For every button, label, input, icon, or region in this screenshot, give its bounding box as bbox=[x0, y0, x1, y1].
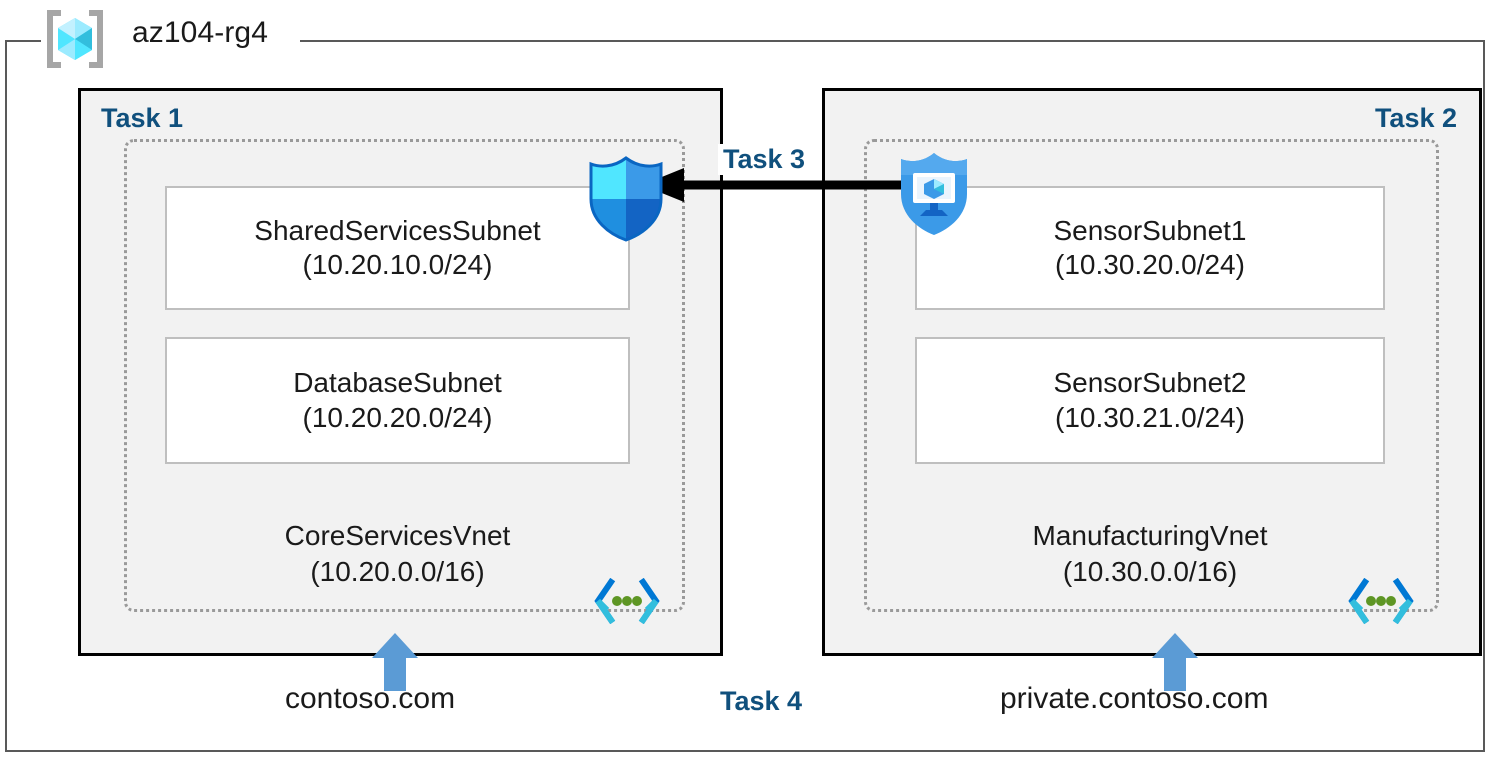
up-arrow-icon bbox=[1152, 633, 1198, 691]
core-services-vnet-caption: CoreServicesVnet (10.20.0.0/16) bbox=[180, 518, 615, 591]
dns-zone-contoso: contoso.com bbox=[285, 682, 456, 715]
subnet-cidr: (10.20.10.0/24) bbox=[302, 249, 493, 280]
dns-zone-private-contoso: private.contoso.com bbox=[1000, 682, 1269, 715]
subnet-name: SharedServicesSubnet bbox=[254, 214, 541, 246]
task-1-label: Task 1 bbox=[101, 103, 184, 133]
resource-group-border-top-right bbox=[300, 40, 1485, 42]
subnet-cidr: (10.30.20.0/24) bbox=[1055, 249, 1245, 280]
resource-group-border-bottom bbox=[5, 750, 1485, 752]
task-4-label: Task 4 bbox=[720, 686, 803, 716]
virtual-network-icon bbox=[1348, 577, 1414, 625]
subnet-cidr: (10.20.20.0/24) bbox=[302, 401, 493, 433]
virtual-machine-shield-icon bbox=[896, 150, 972, 238]
up-arrow-icon bbox=[372, 633, 418, 691]
subnet-name: SensorSubnet2 bbox=[1053, 367, 1247, 399]
resource-group-name: az104-rg4 bbox=[132, 16, 268, 49]
peering-arrow-left-icon bbox=[640, 165, 915, 205]
core-services-vnet-boundary bbox=[124, 139, 685, 612]
manufacturing-vnet-caption: ManufacturingVnet (10.30.0.0/16) bbox=[930, 518, 1370, 591]
vnet-cidr: (10.30.0.0/16) bbox=[1062, 556, 1238, 588]
network-security-group-shield-icon bbox=[585, 155, 667, 243]
subnet-name: DatabaseSubnet bbox=[293, 367, 502, 399]
subnet-sensor-1[interactable]: SensorSubnet1 (10.30.20.0/24) bbox=[915, 186, 1385, 310]
vnet-cidr: (10.20.0.0/16) bbox=[310, 556, 485, 588]
task-2-label: Task 2 bbox=[1374, 103, 1457, 133]
vnet-name: CoreServicesVnet bbox=[284, 520, 511, 551]
subnet-name: SensorSubnet1 bbox=[1053, 214, 1247, 246]
task-3-label: Task 3 bbox=[718, 144, 811, 175]
resource-group-cube-icon bbox=[44, 8, 106, 70]
subnet-cidr: (10.30.21.0/24) bbox=[1055, 401, 1245, 433]
vnet-name: ManufacturingVnet bbox=[1032, 520, 1268, 551]
resource-group-border-left bbox=[5, 40, 7, 752]
resource-group-border-top-left bbox=[5, 40, 41, 42]
subnet-database[interactable]: DatabaseSubnet (10.20.20.0/24) bbox=[165, 337, 630, 464]
manufacturing-vnet-boundary bbox=[864, 139, 1439, 612]
subnet-sensor-2[interactable]: SensorSubnet2 (10.30.21.0/24) bbox=[915, 337, 1385, 464]
resource-group-border-right bbox=[1483, 40, 1485, 752]
subnet-shared-services[interactable]: SharedServicesSubnet (10.20.10.0/24) bbox=[165, 186, 630, 310]
virtual-network-icon bbox=[594, 577, 660, 625]
